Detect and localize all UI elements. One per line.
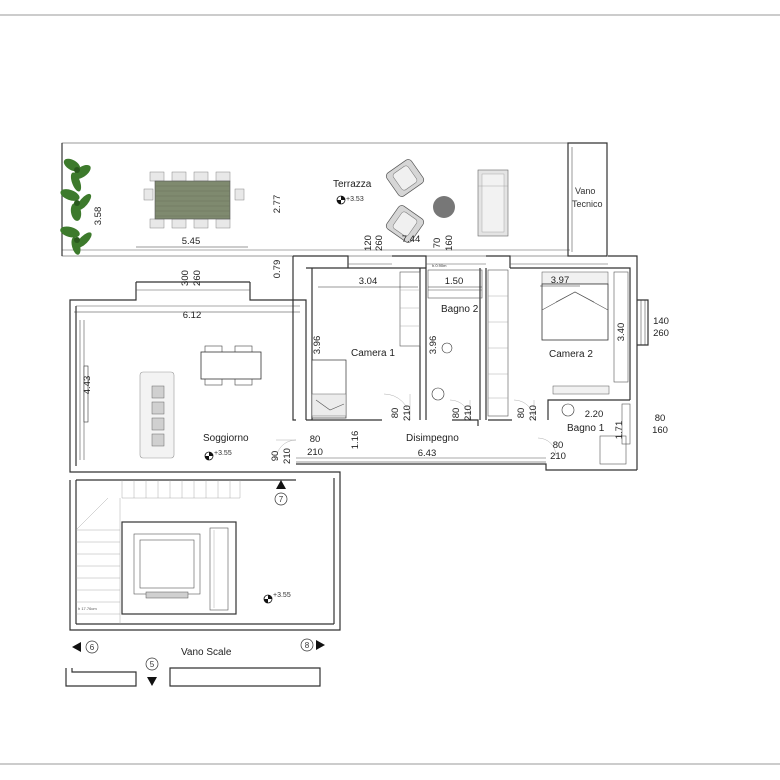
armchair-icon <box>385 159 455 243</box>
dim-079: 0.79 <box>272 260 283 279</box>
level-icon <box>263 594 273 604</box>
tv-cabinet-icon <box>83 365 89 423</box>
marker-label-7: 7 <box>279 495 284 504</box>
dim-h160a: 160 <box>444 235 455 251</box>
level-soggiorno: +3.55 <box>214 450 232 457</box>
living-table-icon <box>200 345 262 386</box>
dim-116: 1.16 <box>350 431 361 450</box>
section-marker-5 <box>145 657 159 686</box>
apartment-walls <box>69 255 649 473</box>
dim-150: 1.50 <box>445 276 464 287</box>
stair-note: h 17.76cm <box>78 606 97 611</box>
dim-340: 3.40 <box>616 323 627 342</box>
double-bed-icon <box>541 271 629 395</box>
dim-643: 6.43 <box>418 448 437 459</box>
dim-h210f: 210 <box>550 451 566 462</box>
wardrobe-icon <box>399 271 421 347</box>
window-note: h.0.90m <box>432 263 447 268</box>
dim-220: 2.20 <box>585 409 604 420</box>
toilet-icon <box>427 269 483 401</box>
stairwell <box>69 471 341 631</box>
level-icon <box>204 451 214 461</box>
dim-w80b: 80 <box>451 408 462 419</box>
room-label-vano-tecnico-2: Tecnico <box>572 199 603 209</box>
dimension-lines <box>74 246 580 463</box>
room-label-vano-scale: Vano Scale <box>181 647 232 658</box>
level-terrazza: +3.53 <box>346 196 364 203</box>
dim-h260b: 260 <box>192 270 203 286</box>
section-marker-8 <box>300 638 325 652</box>
room-label-camera1: Camera 1 <box>351 348 395 359</box>
dim-h260c: 260 <box>653 328 669 339</box>
dim-h210e: 210 <box>307 447 323 458</box>
dim-397: 3.97 <box>551 275 570 286</box>
dim-612: 6.12 <box>183 310 202 321</box>
dim-171: 1.71 <box>614 421 625 440</box>
marker-label-6: 6 <box>90 643 95 652</box>
dim-w140: 140 <box>653 316 669 327</box>
plant-icon <box>60 158 92 255</box>
bagno1-fixtures <box>561 403 631 465</box>
dim-terr-height-2: 2.77 <box>272 195 283 214</box>
dim-w80e: 80 <box>310 434 321 445</box>
dim-terr-width: 7.44 <box>402 234 421 245</box>
stair-landing-walls <box>65 667 321 687</box>
door-swings <box>275 393 557 461</box>
dim-w120: 120 <box>363 235 374 251</box>
dim-h210d: 210 <box>282 448 293 464</box>
bed-icon <box>311 359 347 419</box>
dim-w80a: 80 <box>390 408 401 419</box>
level-icon <box>336 195 346 205</box>
dim-terr-height: 3.58 <box>93 207 104 226</box>
dim-w70: 70 <box>432 238 443 249</box>
marker-label-5: 5 <box>150 660 155 669</box>
dim-h260a: 260 <box>374 235 385 251</box>
dim-table-width: 5.45 <box>182 236 201 247</box>
room-label-bagno2: Bagno 2 <box>441 304 479 315</box>
sun-lounger-icon <box>477 169 509 237</box>
marker-label-8: 8 <box>305 641 310 650</box>
room-label-vano-tecnico-1: Vano <box>575 186 595 196</box>
dim-h210a: 210 <box>402 405 413 421</box>
dim-443: 4.43 <box>82 376 93 395</box>
dim-w80d: 80 <box>655 413 666 424</box>
dim-h210b: 210 <box>463 405 474 421</box>
dim-w300: 300 <box>180 270 191 286</box>
dining-table-icon <box>143 171 245 229</box>
section-marker-6 <box>72 640 99 654</box>
room-label-bagno1: Bagno 1 <box>567 423 605 434</box>
room-label-disimpegno: Disimpegno <box>406 433 459 444</box>
dim-396b: 3.96 <box>428 336 439 355</box>
dim-w80c: 80 <box>516 408 527 419</box>
section-marker-7 <box>274 480 288 506</box>
corridor-wardrobe-icon <box>487 269 509 417</box>
level-scale: +3.55 <box>273 592 291 599</box>
dim-h160d: 160 <box>652 425 668 436</box>
dim-w90: 90 <box>270 451 281 462</box>
dim-396a: 3.96 <box>312 336 323 355</box>
dim-w80f: 80 <box>553 440 564 451</box>
room-label-camera2: Camera 2 <box>549 349 593 360</box>
sofa-icon <box>139 371 175 459</box>
dim-304: 3.04 <box>359 276 378 287</box>
room-label-terrazza: Terrazza <box>333 179 372 190</box>
room-label-soggiorno: Soggiorno <box>203 433 249 444</box>
dim-h210c: 210 <box>528 405 539 421</box>
